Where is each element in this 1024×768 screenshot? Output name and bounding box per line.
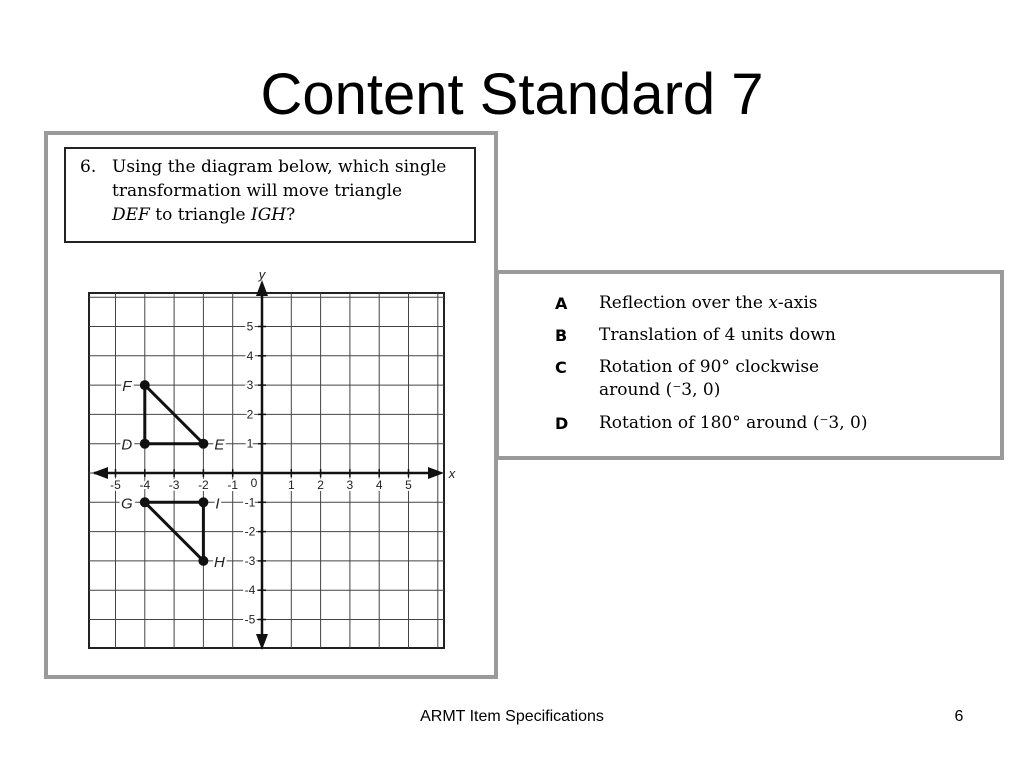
x-axis-arrow-left: [92, 467, 108, 479]
choice-text-line-1: Rotation of 90° clockwise: [599, 357, 820, 377]
y-axis-arrow-up: [256, 280, 268, 296]
triangle-def: [143, 383, 205, 446]
y-tick-label: 3: [247, 378, 254, 392]
y-tick-label: -2: [245, 525, 256, 539]
vertex-point: [198, 438, 209, 449]
x-tick-label: 1: [288, 478, 295, 492]
choice-text: Reflection over the x-axis: [599, 292, 979, 315]
choice-text: Rotation of 180° around (⁻3, 0): [599, 413, 868, 433]
x-tick-label: 5: [405, 478, 412, 492]
y-tick-label: 2: [247, 407, 254, 421]
choice-text: Translation of 4 units down: [599, 325, 836, 345]
question-number: 6.: [80, 157, 97, 177]
choice-letter: B: [555, 326, 568, 345]
choice-letter: C: [555, 358, 567, 377]
question-panel: 6. Using the diagram below, which single…: [44, 131, 498, 679]
vertex-label: D: [121, 437, 132, 454]
y-tick-label: 4: [247, 349, 254, 363]
vertex-label: H: [214, 554, 225, 571]
question-line-1: Using the diagram below, which single: [112, 157, 447, 177]
choice-text-part: -axis: [777, 293, 818, 313]
coordinate-graph: x y 0 -5 -4 -3 -2 -1 1 2 3 4 5 5 4 3 2 1 -1 -2 -3 -4 -5 D E F G I H: [88, 267, 456, 650]
triangle-def-name: DEF: [112, 205, 150, 225]
x-axis-label: x: [448, 466, 456, 481]
vertex-point: [139, 497, 150, 508]
x-axis-arrow-right: [428, 467, 444, 479]
question-text: Using the diagram below, which single tr…: [112, 155, 462, 227]
choice-text-italic: x: [768, 293, 778, 313]
vertex-label: E: [214, 437, 225, 454]
x-tick-label: 2: [317, 478, 324, 492]
y-tick-label: -3: [245, 554, 256, 568]
y-tick-label: -1: [245, 495, 256, 509]
vertex-point: [139, 438, 150, 449]
question-connector: to triangle: [149, 205, 251, 225]
triangle-igh: [143, 500, 205, 563]
vertex-point: [198, 555, 209, 566]
graph-frame: [88, 292, 445, 649]
origin-label: 0: [251, 476, 258, 490]
choice-letter: A: [555, 294, 568, 313]
choice-text-part: Reflection over the: [599, 293, 769, 313]
choice-text-line-2: around (⁻3, 0): [599, 380, 721, 400]
y-tick-label: -5: [245, 613, 256, 627]
triangle-igh-name: IGH: [250, 205, 287, 225]
y-tick-label: 5: [247, 320, 254, 334]
choice-text: Rotation of 90° clockwise around (⁻3, 0): [599, 356, 979, 402]
vertex-label: G: [121, 495, 133, 512]
y-tick-label: 1: [247, 437, 254, 451]
x-tick-label: 3: [347, 478, 354, 492]
slide-title: Content Standard 7: [260, 62, 764, 127]
x-tick-label: -1: [227, 478, 238, 492]
vertex-point: [139, 380, 150, 391]
x-tick-label: 4: [376, 478, 383, 492]
choice-letter: D: [555, 414, 569, 433]
x-tick-label: -3: [169, 478, 180, 492]
y-axis-label: y: [258, 267, 267, 282]
question-line-2: transformation will move triangle: [112, 181, 403, 201]
y-tick-label: -4: [245, 583, 256, 597]
x-tick-label: -4: [139, 478, 150, 492]
vertex-label: F: [122, 378, 132, 395]
y-axis-arrow-down: [256, 634, 268, 650]
question-box: 6. Using the diagram below, which single…: [64, 147, 476, 243]
x-tick-label: -2: [198, 478, 209, 492]
answer-choices-panel: A Reflection over the x-axis B Translati…: [495, 270, 1004, 460]
footer-title: ARMT Item Specifications: [420, 708, 604, 725]
page-number: 6: [954, 708, 964, 725]
question-mark: ?: [286, 205, 296, 225]
vertex-label: I: [215, 495, 219, 512]
question-line-3: DEF to triangle IGH?: [112, 203, 462, 227]
x-tick-label: -5: [110, 478, 121, 492]
vertex-point: [198, 497, 209, 508]
